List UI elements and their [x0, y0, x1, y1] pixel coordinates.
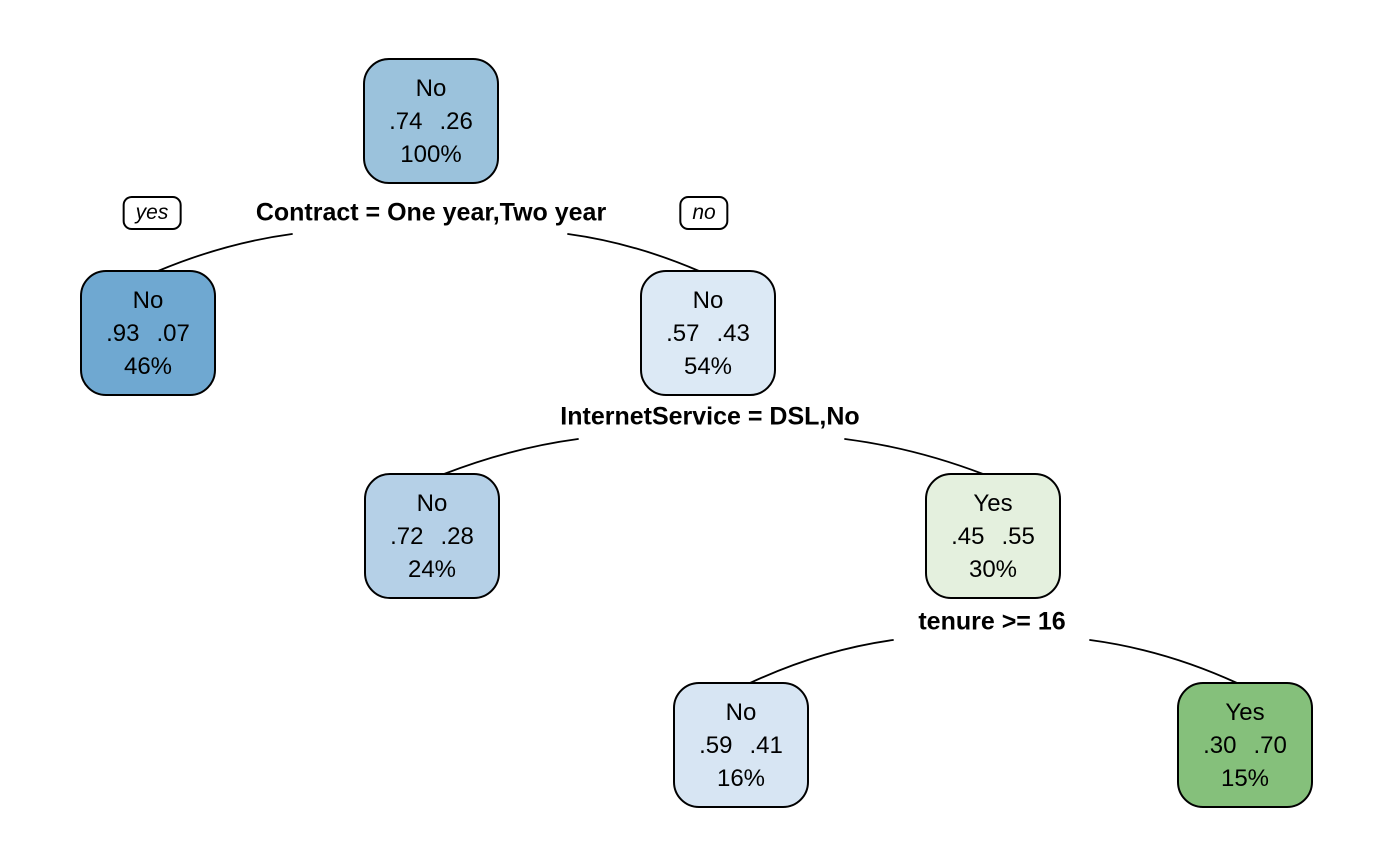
- tree-node-tenure-no: Yes .30 .70 15%: [1177, 682, 1313, 808]
- node-class-label: No: [692, 286, 724, 314]
- prob-yes: .43: [716, 319, 750, 347]
- prob-yes: .55: [1001, 522, 1035, 550]
- edge-split3-to-left: [749, 639, 894, 684]
- prob-no: .93: [106, 319, 140, 347]
- node-probabilities: .72 .28: [390, 520, 474, 553]
- edge-split3-to-right: [1089, 639, 1238, 684]
- node-probabilities: .59 .41: [699, 729, 783, 762]
- edge-root-to-left: [157, 233, 293, 272]
- split-condition-internetservice: InternetService = DSL,No: [560, 402, 860, 431]
- prob-yes: .07: [156, 319, 190, 347]
- edge-root-to-right: [567, 233, 700, 272]
- prob-no: .45: [951, 522, 985, 550]
- node-coverage: 16%: [716, 764, 766, 792]
- node-probabilities: .30 .70: [1203, 729, 1287, 762]
- tree-node-internetservice-yes: No .72 .28 24%: [364, 473, 500, 599]
- tree-node-contract-no: No .57 .43 54%: [640, 270, 776, 396]
- prob-yes: .26: [439, 107, 473, 135]
- node-probabilities: .74 .26: [389, 105, 473, 138]
- node-probabilities: .93 .07: [106, 317, 190, 350]
- node-probabilities: .57 .43: [666, 317, 750, 350]
- edge-split2-to-left: [443, 438, 579, 475]
- yes-branch-badge: yes: [122, 196, 182, 230]
- tree-node-tenure-yes: No .59 .41 16%: [673, 682, 809, 808]
- tree-node-contract-yes: No .93 .07 46%: [80, 270, 216, 396]
- prob-no: .74: [389, 107, 423, 135]
- node-class-label: No: [132, 286, 164, 314]
- node-coverage: 30%: [968, 555, 1018, 583]
- prob-yes: .70: [1253, 731, 1287, 759]
- node-class-label: No: [416, 489, 448, 517]
- tree-node-root: No .74 .26 100%: [363, 58, 499, 184]
- prob-no: .59: [699, 731, 733, 759]
- node-class-label: Yes: [973, 489, 1013, 517]
- no-branch-badge: no: [679, 196, 729, 230]
- prob-no: .57: [666, 319, 700, 347]
- node-class-label: No: [415, 74, 447, 102]
- edge-split2-to-right: [844, 438, 984, 475]
- tree-node-internetservice-no: Yes .45 .55 30%: [925, 473, 1061, 599]
- split-condition-tenure: tenure >= 16: [918, 607, 1066, 636]
- node-class-label: Yes: [1225, 698, 1265, 726]
- prob-yes: .28: [440, 522, 474, 550]
- prob-no: .30: [1203, 731, 1237, 759]
- prob-yes: .41: [749, 731, 783, 759]
- node-coverage: 15%: [1220, 764, 1270, 792]
- node-class-label: No: [725, 698, 757, 726]
- node-coverage: 54%: [683, 352, 733, 380]
- node-coverage: 24%: [407, 555, 457, 583]
- node-coverage: 46%: [123, 352, 173, 380]
- prob-no: .72: [390, 522, 424, 550]
- split-condition-contract: Contract = One year,Two year: [255, 198, 607, 227]
- node-probabilities: .45 .55: [951, 520, 1035, 553]
- node-coverage: 100%: [400, 140, 462, 168]
